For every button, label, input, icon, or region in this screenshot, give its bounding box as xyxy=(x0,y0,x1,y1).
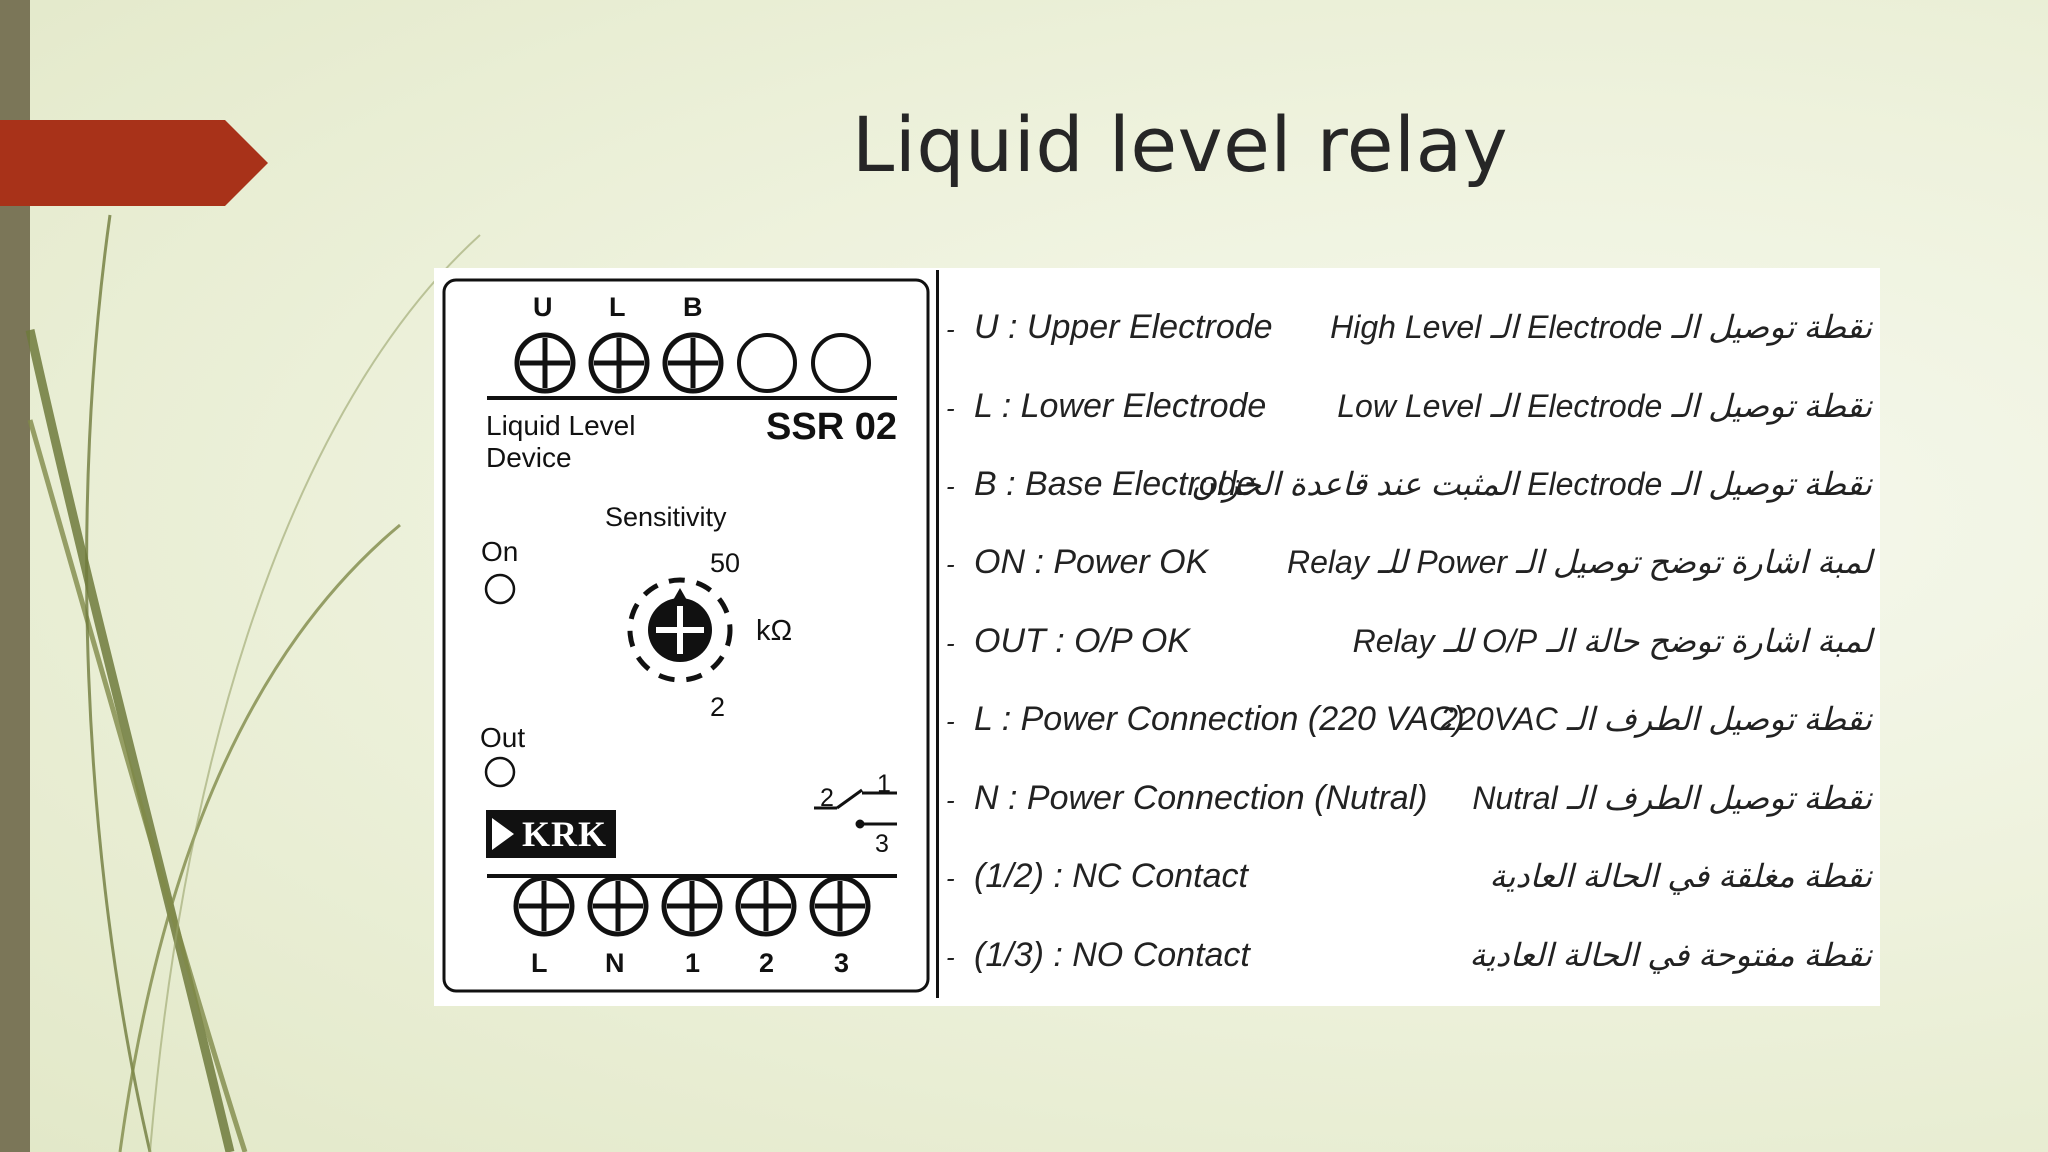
bottom-label-n: N xyxy=(605,948,625,978)
terminal-empty-2 xyxy=(811,333,871,393)
out-indicator xyxy=(484,756,516,788)
on-label: On xyxy=(481,536,519,567)
top-label-u: U xyxy=(533,292,553,322)
decorative-swooshes xyxy=(25,214,481,1152)
bottom-label-3: 3 xyxy=(834,948,850,978)
legend-row: - (1/3) : NO Contact نقطة مفتوحة في الحا… xyxy=(946,936,1872,974)
terminal-bottom-3 xyxy=(809,875,871,937)
legend-row: - (1/2) : NC Contact نقطة مغلقة في الحال… xyxy=(946,857,1872,895)
slide-title: Liquid level relay xyxy=(851,100,1509,189)
terminal-bottom-2 xyxy=(735,875,797,937)
legend-ar: نقطة توصيل الـ Electrode المثبت عند قاعد… xyxy=(1191,466,1872,502)
terminal-bottom-l xyxy=(513,875,575,937)
legend-ar: نقطة مغلقة في الحالة العادية xyxy=(1489,858,1872,894)
legend-row: - OUT : O/P OK لمبة اشارة توضح حالة الـ … xyxy=(946,622,1872,660)
legend-ar: لمبة اشارة توضح حالة الـ O/P للـ Relay xyxy=(1352,623,1872,659)
legend-en: (1/3) : NO Contact xyxy=(974,936,1250,974)
terminal-empty-1 xyxy=(737,333,797,393)
device-name-line1: Liquid Level xyxy=(486,410,636,441)
legend-row: - L : Lower Electrode نقطة توصيل الـ Ele… xyxy=(946,387,1872,425)
bottom-terminal-row xyxy=(513,875,871,937)
on-indicator xyxy=(484,573,516,605)
bottom-label-1: 1 xyxy=(685,948,701,978)
contact-label-no: 3 xyxy=(875,830,889,858)
out-label: Out xyxy=(480,722,526,753)
legend-row: - L : Power Connection (220 VAC) نقطة تو… xyxy=(946,700,1872,738)
brand-logo-text: KRK xyxy=(522,814,608,854)
legend-en: L : Lower Electrode xyxy=(974,387,1267,425)
bottom-label-2: 2 xyxy=(759,948,775,978)
legend-en: OUT : O/P OK xyxy=(974,622,1190,660)
contact-symbol xyxy=(814,788,897,829)
top-label-l: L xyxy=(609,292,626,322)
legend-en: N : Power Connection (Nutral) xyxy=(974,779,1428,817)
legend-en: ON : Power OK xyxy=(974,543,1209,581)
terminal-u xyxy=(514,332,576,394)
contact-label-common: 2 xyxy=(820,784,834,812)
legend-ar: نقطة توصيل الطرف الـ Nutral xyxy=(1472,780,1872,816)
device-model: SSR 02 xyxy=(766,406,897,448)
terminal-legend: - U : Upper Electrode نقطة توصيل الـ Ele… xyxy=(946,282,1876,982)
device-name-line2: Device xyxy=(486,442,572,473)
legend-row: - ON : Power OK لمبة اشارة توضح توصيل ال… xyxy=(946,543,1872,581)
legend-en: U : Upper Electrode xyxy=(974,308,1273,346)
dial-min-label: 2 xyxy=(710,692,726,722)
legend-ar: نقطة مفتوحة في الحالة العادية xyxy=(1469,937,1872,973)
legend-row: - U : Upper Electrode نقطة توصيل الـ Ele… xyxy=(946,308,1872,346)
contact-label-nc: 1 xyxy=(877,770,891,798)
panel-divider xyxy=(936,270,939,998)
legend-ar: نقطة توصيل الـ Electrode الـ High Level xyxy=(1330,309,1872,345)
legend-ar: نقطة توصيل الـ Electrode الـ Low Level xyxy=(1337,388,1872,424)
title-accent-arrow xyxy=(0,120,268,206)
legend-ar: نقطة توصيل الطرف الـ 220VAC xyxy=(1440,701,1872,737)
terminal-b xyxy=(662,332,724,394)
relay-device-diagram xyxy=(442,278,930,993)
terminal-bottom-n xyxy=(587,875,649,937)
terminal-l xyxy=(588,332,650,394)
legend-row: - B : Base Electrode نقطة توصيل الـ Elec… xyxy=(946,465,1872,503)
legend-en: B : Base Electrode xyxy=(974,465,1256,503)
sensitivity-dial xyxy=(627,577,733,683)
dial-max-label: 50 xyxy=(710,548,741,578)
legend-row: - N : Power Connection (Nutral) نقطة توص… xyxy=(946,779,1872,817)
top-terminal-row xyxy=(514,332,871,394)
top-label-b: B xyxy=(683,292,703,322)
legend-ar: لمبة اشارة توضح توصيل الـ Power للـ Rela… xyxy=(1287,544,1872,580)
terminal-bottom-1 xyxy=(661,875,723,937)
legend-en: (1/2) : NC Contact xyxy=(974,857,1248,895)
sensitivity-label: Sensitivity xyxy=(605,502,727,532)
unit-label: kΩ xyxy=(756,615,793,647)
bottom-label-l: L xyxy=(531,948,548,978)
legend-en: L : Power Connection (220 VAC) xyxy=(974,700,1465,738)
